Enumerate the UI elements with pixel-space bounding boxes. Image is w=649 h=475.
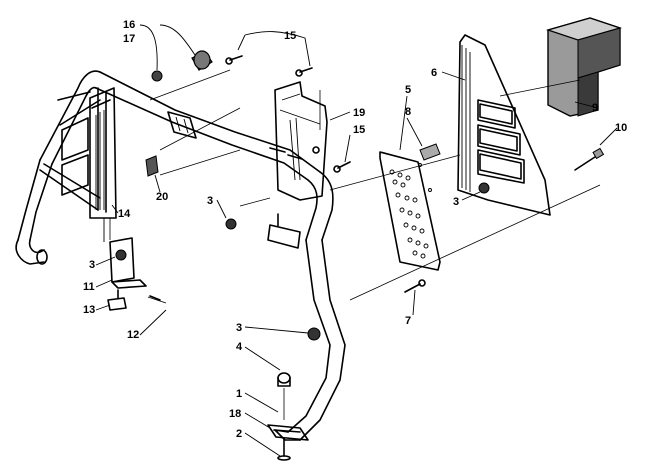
part-label-3-right: 3 bbox=[453, 196, 459, 208]
part-label-3-lower: 3 bbox=[236, 322, 242, 334]
part-label-9: 9 bbox=[592, 102, 598, 114]
part-label-11: 11 bbox=[83, 281, 95, 293]
fasteners bbox=[115, 50, 605, 341]
part-label-18: 18 bbox=[229, 408, 241, 420]
assembly-lines bbox=[109, 69, 601, 420]
part-label-14: 14 bbox=[118, 208, 131, 220]
handlebar-frame bbox=[15, 70, 346, 441]
part-labels: 16 17 15 6 5 8 9 19 15 10 20 14 3 3 3 11… bbox=[83, 19, 627, 440]
part-label-10: 10 bbox=[615, 122, 627, 134]
part-label-5: 5 bbox=[405, 84, 411, 96]
part-label-8: 8 bbox=[405, 106, 411, 118]
part-label-20: 20 bbox=[156, 191, 168, 203]
part-label-15-top: 15 bbox=[284, 30, 296, 42]
foam-pad bbox=[545, 17, 623, 117]
part-label-16: 16 bbox=[123, 19, 135, 31]
part-label-19: 19 bbox=[353, 107, 365, 119]
bracket-lower-left bbox=[103, 218, 167, 311]
perforated-plate bbox=[379, 151, 441, 271]
leader-lines bbox=[95, 24, 618, 457]
part-label-13: 13 bbox=[83, 304, 95, 316]
bottom-mount-plate bbox=[267, 372, 309, 461]
part-label-4: 4 bbox=[236, 341, 243, 353]
side-panel-right bbox=[457, 34, 551, 216]
part-label-1: 1 bbox=[236, 388, 242, 400]
part-label-2: 2 bbox=[236, 428, 242, 440]
part-label-7: 7 bbox=[405, 315, 411, 327]
part-label-12: 12 bbox=[127, 329, 139, 341]
part-label-17: 17 bbox=[123, 33, 135, 45]
part-label-3-mid: 3 bbox=[207, 195, 213, 207]
screen-plate bbox=[269, 81, 328, 201]
part-label-3-left: 3 bbox=[89, 259, 95, 271]
part-label-6: 6 bbox=[431, 67, 437, 79]
side-panel-left bbox=[57, 87, 117, 219]
part-label-15-side: 15 bbox=[353, 124, 365, 136]
